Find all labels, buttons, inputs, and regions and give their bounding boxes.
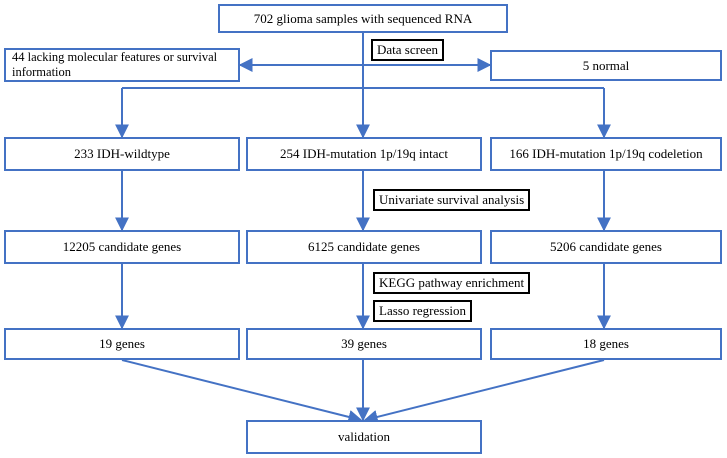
node-genes-codeletion: 5206 candidate genes [490,230,722,264]
node-intact: 254 IDH-mutation 1p/19q intact [246,137,482,171]
node-final-codeletion-text: 18 genes [583,336,629,351]
node-validation-text: validation [338,429,390,444]
node-genes-wildtype: 12205 candidate genes [4,230,240,264]
label-lasso-text: Lasso regression [379,303,467,318]
label-data-screen: Data screen [371,39,444,61]
label-lasso: Lasso regression [373,300,473,322]
label-univariate: Univariate survival analysis [373,189,531,211]
node-validation: validation [246,420,482,454]
node-genes-wildtype-text: 12205 candidate genes [62,239,182,254]
node-intact-text: 254 IDH-mutation 1p/19q intact [280,146,448,161]
node-genes-intact-text: 6125 candidate genes [308,239,420,254]
node-genes-codeletion-text: 5206 candidate genes [550,239,662,254]
node-wildtype: 233 IDH-wildtype [4,137,240,171]
label-kegg: KEGG pathway enrichment [373,272,531,294]
label-kegg-text: KEGG pathway enrichment [379,275,525,290]
arrow-final-codeletion-to-validation [363,359,605,424]
node-final-wildtype: 19 genes [4,328,240,360]
node-final-codeletion: 18 genes [490,328,722,360]
node-samples: 702 glioma samples with sequenced RNA [218,4,508,33]
node-wildtype-text: 233 IDH-wildtype [74,146,170,161]
node-codeletion: 166 IDH-mutation 1p/19q codeletion [490,137,722,171]
node-final-intact-text: 39 genes [341,336,387,351]
arrow-final-wildtype-to-validation [121,359,363,424]
label-data-screen-text: Data screen [377,42,438,57]
node-normal-text: 5 normal [582,57,630,73]
node-genes-intact: 6125 candidate genes [246,230,482,264]
label-univariate-text: Univariate survival analysis [379,192,525,207]
node-final-wildtype-text: 19 genes [99,336,145,351]
node-lacking-text: 44 lacking molecular features or surviva… [12,50,218,79]
node-lacking: 44 lacking molecular features or surviva… [4,48,240,82]
node-normal: 5 normal [490,50,722,81]
node-codeletion-text: 166 IDH-mutation 1p/19q codeletion [509,146,703,161]
node-final-intact: 39 genes [246,328,482,360]
node-samples-text: 702 glioma samples with sequenced RNA [253,10,473,26]
